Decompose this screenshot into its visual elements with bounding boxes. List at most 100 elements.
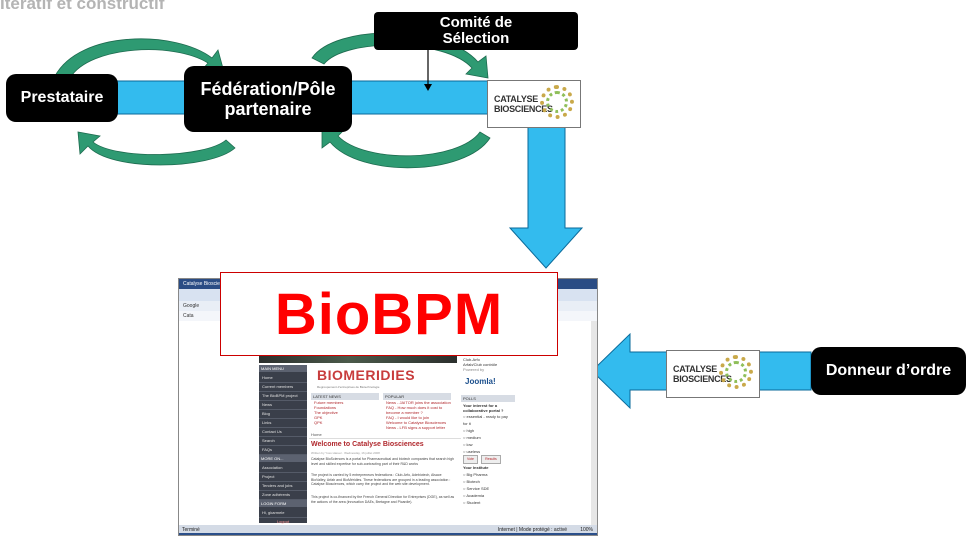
poll-option[interactable]: ○ Big Pharma <box>463 472 488 477</box>
poll2-question: Your Institute <box>463 465 489 470</box>
left-menu-item[interactable]: Contact Us <box>259 428 307 437</box>
poll-option-label: essential - ready to pay for it <box>463 414 508 426</box>
latest-news-column: LATEST NEWS Future members Foundations T… <box>311 393 379 425</box>
popular-link[interactable]: Welcome to Catalyse Biosciences <box>386 420 447 425</box>
donneur-box: Donneur d’ordre <box>811 347 966 395</box>
catalyse-logo-right: CATALYSE BIOSCIENCES <box>666 350 760 398</box>
catalyse-logo-right-ring-icon <box>719 355 753 389</box>
article-paragraph: Catalyse BioSciences is a portal for Pha… <box>311 457 454 466</box>
left-menu-item[interactable]: The BioBPM project <box>259 392 307 401</box>
article-meta: Written by Yves Hareel · Wednesday, 16 j… <box>311 451 380 455</box>
popular-link[interactable]: FAQ - How much does it cost to become a … <box>386 405 443 415</box>
poll-option[interactable]: ○ essential - ready to pay for it <box>463 414 508 426</box>
popular-link[interactable]: FAQ - I would like to join <box>386 415 430 420</box>
catalyse-logo-ring-icon <box>540 85 574 119</box>
poll: Your interest for a collaborative portal… <box>463 403 513 506</box>
zoom-level[interactable]: 100% <box>580 527 593 533</box>
left-menu-item[interactable]: Association <box>259 464 307 473</box>
poll-option-label: Academia <box>466 493 485 498</box>
article-title: Welcome to Catalyse Biosciences <box>311 441 424 448</box>
comite-label-line2: Sélection <box>442 30 510 47</box>
left-menu-header: MAIN MENU <box>259 365 307 372</box>
news-link[interactable]: Foundations <box>314 405 337 410</box>
left-menu-item[interactable]: Home <box>259 374 307 383</box>
cycle-arrow-lower-left <box>77 131 236 166</box>
poll-option-label: low <box>466 442 473 447</box>
catalyse-logo-right-line1: CATALYSE <box>673 364 717 374</box>
poll-buttons: Vote Results <box>463 455 513 464</box>
popular-link[interactable]: News - JAITOR joins the association <box>386 400 451 405</box>
breadcrumb[interactable]: Home <box>309 431 461 439</box>
left-menu-item[interactable]: Project <box>259 473 307 482</box>
left-menu-item[interactable]: Blog <box>259 410 307 419</box>
poll-option-label: Big Pharma <box>466 472 488 477</box>
poll-option[interactable]: ○ useless <box>463 449 481 454</box>
comite-box: Comité de Sélection <box>374 12 578 50</box>
left-menu-item[interactable]: Tenders and jobs <box>259 482 307 491</box>
joomla-logo[interactable]: Joomla! <box>465 377 496 386</box>
left-menu-item[interactable]: Links <box>259 419 307 428</box>
catalyse-logo-top: CATALYSE BIOSCIENCES <box>487 80 581 128</box>
catalyse-logo-top-line2: BIOSCIENCES <box>494 104 553 114</box>
poll-option[interactable]: ○ Service SDE <box>463 486 490 491</box>
catalyse-logo-right-line2: BIOSCIENCES <box>673 374 732 384</box>
news-link[interactable]: QPK <box>314 420 323 425</box>
popular-header: POPULAR <box>383 393 451 400</box>
poll-option[interactable]: ○ low <box>463 442 473 447</box>
poll-option-label: medium <box>466 435 481 440</box>
left-menu-item[interactable]: Current members <box>259 383 307 392</box>
cycle-arrow-lower-right <box>321 125 491 169</box>
federation-label-line1: Fédération/Pôle <box>200 79 336 99</box>
site-logo: BIOMERIDIES <box>317 367 416 383</box>
vertical-scrollbar[interactable] <box>591 321 597 525</box>
donneur-label: Donneur d’ordre <box>825 362 952 379</box>
poll-option[interactable]: ○ high <box>463 428 475 433</box>
poll-option-label: high <box>466 428 475 433</box>
status-left: Terminé <box>182 527 200 533</box>
poll-option-label: Service SDE <box>466 486 490 491</box>
google-label: Google <box>183 303 200 309</box>
poll-option[interactable]: ○ Student <box>463 500 481 505</box>
vote-button[interactable]: Vote <box>463 455 479 464</box>
article-paragraph: The project is carried by 5 entrepreneur… <box>311 473 451 486</box>
poll-option[interactable]: ○ medium <box>463 435 481 440</box>
catalyse-logo-inner-ring-icon <box>546 91 568 113</box>
site-left-menu: MAIN MENU Home Current members The BioBP… <box>259 365 307 527</box>
catalyse-logo-top-line1: CATALYSE <box>494 94 538 104</box>
left-menu-item[interactable]: News <box>259 401 307 410</box>
latest-news-header: LATEST NEWS <box>311 393 379 400</box>
news-link[interactable]: The objective <box>314 410 338 415</box>
down-arrow <box>508 123 584 269</box>
prestataire-box: Prestataire <box>6 74 118 122</box>
news-link[interactable]: Future members <box>314 400 344 405</box>
results-button[interactable]: Results <box>481 455 501 464</box>
status-right: Internet | Mode protégé : activé <box>497 527 567 533</box>
popular-column: POPULAR News - JAITOR joins the associat… <box>383 393 451 430</box>
status-bar: Terminé Internet | Mode protégé : activé… <box>179 525 597 535</box>
browser-window-title: Catalyse Biosciences <box>183 281 231 287</box>
federation-label-line2: partenaire <box>224 99 312 119</box>
biobpm-label: BioBPM <box>274 281 504 347</box>
left-menu-header-2: MORE ON... <box>259 455 307 462</box>
poll-question: Your interest for a collaborative portal… <box>463 403 504 413</box>
left-menu-item[interactable]: Zone adhérents <box>259 491 307 500</box>
polls-header: POLLS <box>461 395 515 402</box>
biobpm-overlay: BioBPM <box>220 272 558 356</box>
right-top-items: Club-Arfo Arfab/Club contrôle Powered by <box>463 357 497 372</box>
fav-tab-label: Cata <box>183 313 194 319</box>
right-top-item[interactable]: Arfab/Club contrôle <box>463 362 498 367</box>
poll-option[interactable]: ○ Biotech <box>463 479 480 484</box>
news-link[interactable]: GPK <box>314 415 323 420</box>
site-right-column: Club-Arfo Arfab/Club contrôle Powered by… <box>461 357 515 523</box>
left-menu-item[interactable]: FAQs <box>259 446 307 455</box>
comite-connector-tip <box>424 84 432 91</box>
left-user: Hi, gkarmele <box>259 509 307 518</box>
right-top-item[interactable]: Club-Arfo <box>463 357 480 362</box>
poll-option[interactable]: ○ Academia <box>463 493 485 498</box>
left-menu-header-3: LOGIN FORM <box>259 500 307 507</box>
article-paragraph: This project is co-financed by the Frenc… <box>311 495 455 504</box>
site-main-content: BIOMERIDIES Regroupement d'entreprises d… <box>309 365 461 523</box>
popular-link[interactable]: News - LFB signs a support letter <box>386 425 446 430</box>
left-menu-item[interactable]: Search <box>259 437 307 446</box>
poll-option-label: Biotech <box>466 479 480 484</box>
